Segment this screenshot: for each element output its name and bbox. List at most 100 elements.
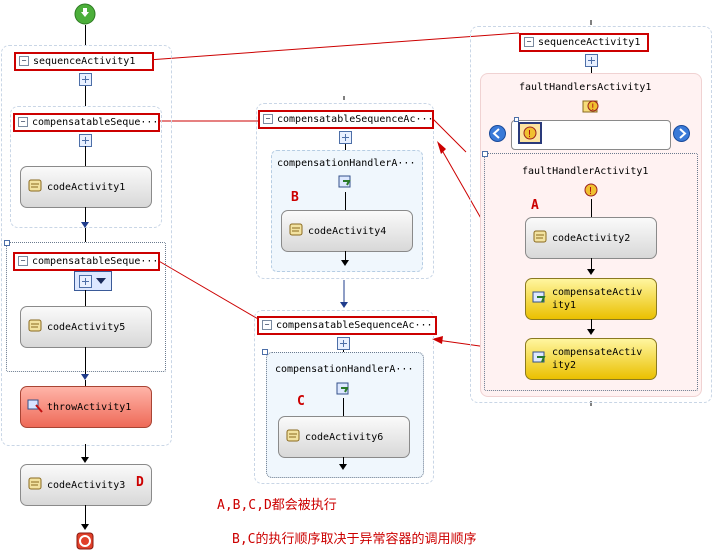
note-2: B,C的执行顺序取决于异常容器的调用顺序 xyxy=(232,532,477,547)
left-sequence-title: sequenceActivity1 xyxy=(33,56,136,67)
flow-line xyxy=(343,457,344,465)
add-icon[interactable] xyxy=(585,54,598,67)
flow-line xyxy=(345,144,346,150)
comp-seq-2-panel xyxy=(6,242,166,372)
flow-line xyxy=(591,319,592,330)
comp-seq-2-header[interactable]: −compensatableSeque··· xyxy=(13,252,160,271)
code-activity-1[interactable]: codeActivity1 xyxy=(20,166,152,208)
fault-handler-title: faultHandlerActivity1 xyxy=(522,166,649,177)
mid-bottom-handler-title: compensationHandlerA··· xyxy=(275,364,414,375)
code-activity-1-label: codeActivity1 xyxy=(47,181,126,193)
code-activity-2[interactable]: codeActivity2 xyxy=(525,217,657,259)
mid-bottom-header[interactable]: −compensatableSequenceAc··· xyxy=(257,316,437,335)
right-sequence-header[interactable]: −sequenceActivity1 xyxy=(519,33,649,52)
link-comp-seq-2 xyxy=(156,259,266,324)
collapse-icon[interactable]: − xyxy=(19,56,29,66)
flow-line xyxy=(85,207,86,223)
code-activity-5-label: codeActivity5 xyxy=(47,321,126,333)
flow-line xyxy=(591,67,592,73)
code-activity-3[interactable]: codeActivity3 xyxy=(20,464,152,506)
throw-activity-1[interactable]: throwActivity1 xyxy=(20,386,152,428)
selection-handle[interactable] xyxy=(262,349,268,355)
flow-line xyxy=(85,380,86,386)
next-arrow-icon[interactable] xyxy=(673,125,690,142)
right-sequence-panel xyxy=(470,26,712,403)
flow-line xyxy=(85,228,86,242)
compensate-activity-2[interactable]: compensateActiv ity2 xyxy=(525,338,657,380)
view-dropdown[interactable] xyxy=(74,271,112,291)
mid-bottom-title: compensatableSequenceAc··· xyxy=(276,320,433,331)
collapse-icon[interactable]: − xyxy=(18,117,28,127)
code-activity-6-label: codeActivity6 xyxy=(305,431,384,443)
mid-top-header[interactable]: −compensatableSequenceAc··· xyxy=(258,110,434,129)
selection-handle[interactable] xyxy=(514,117,519,122)
mid-top-title: compensatableSequenceAc··· xyxy=(277,114,434,125)
start-icon xyxy=(74,3,96,25)
flow-line xyxy=(85,290,86,306)
flow-line xyxy=(343,350,344,352)
fault-handler-tab[interactable]: ! xyxy=(518,122,542,144)
code-activity-4-label: codeActivity4 xyxy=(308,225,387,237)
code-activity-4[interactable]: codeActivity4 xyxy=(281,210,413,252)
compensate-activity-1-label: compensateActiv ity1 xyxy=(552,287,643,311)
collapse-icon[interactable]: − xyxy=(18,256,28,266)
mid-top-panel xyxy=(256,103,434,279)
selection-handle[interactable] xyxy=(482,151,488,157)
annotation-a: A xyxy=(531,198,539,213)
stop-icon xyxy=(76,532,94,550)
collapse-icon[interactable]: − xyxy=(263,114,273,124)
fault-handlers-title: faultHandlersActivity1 xyxy=(519,82,652,93)
svg-text:!: ! xyxy=(528,129,532,140)
flow-line xyxy=(591,199,592,217)
collapse-icon[interactable]: − xyxy=(524,37,534,47)
flow-line xyxy=(591,258,592,270)
note-1: A,B,C,D都会被执行 xyxy=(217,498,337,513)
compensate-icon xyxy=(532,351,546,363)
add-icon xyxy=(79,275,92,288)
flow-line xyxy=(343,398,344,416)
flow-arrow xyxy=(587,269,595,275)
code-activity-2-label: codeActivity2 xyxy=(552,232,631,244)
scroll-icon xyxy=(533,230,547,243)
left-sequence-panel xyxy=(1,45,172,446)
flow-arrow xyxy=(339,464,347,470)
flow-arrow xyxy=(81,374,89,380)
svg-text:!: ! xyxy=(591,103,595,113)
scroll-icon xyxy=(289,223,303,236)
flow-line xyxy=(345,192,346,210)
arrowhead-compensate1 xyxy=(437,141,446,154)
mid-top-handler-title: compensationHandlerA··· xyxy=(277,158,416,169)
left-sequence-header[interactable]: −sequenceActivity1 xyxy=(14,52,154,71)
right-sequence-title: sequenceActivity1 xyxy=(538,37,641,48)
flow-line xyxy=(85,25,86,45)
selection-handle[interactable] xyxy=(4,240,10,246)
annotation-b: B xyxy=(291,190,299,205)
fault-icon: ! xyxy=(523,126,537,140)
flow-arrow xyxy=(81,457,89,463)
add-icon[interactable] xyxy=(337,337,350,350)
compensate-activity-1[interactable]: compensateActiv ity1 xyxy=(525,278,657,320)
comp-seq-1-header[interactable]: −compensatableSeque··· xyxy=(13,113,160,132)
fault-handlers-icon: ! xyxy=(582,98,600,114)
compensation-icon xyxy=(337,174,353,190)
code-activity-5[interactable]: codeActivity5 xyxy=(20,306,152,348)
add-icon[interactable] xyxy=(79,73,92,86)
mid-bottom-panel xyxy=(254,310,434,484)
fault-handler-panel xyxy=(484,153,698,391)
collapse-icon[interactable]: − xyxy=(262,320,272,330)
comp-seq-1-title: compensatableSeque··· xyxy=(32,117,159,128)
add-icon[interactable] xyxy=(339,131,352,144)
flow-line xyxy=(85,347,86,375)
flow-arrow xyxy=(81,524,89,530)
flow-arrow xyxy=(587,329,595,335)
compensate-activity-2-label: compensateActiv ity2 xyxy=(552,347,643,371)
comp-seq-2-title: compensatableSeque··· xyxy=(32,256,159,267)
scroll-icon xyxy=(28,179,42,192)
flow-line xyxy=(85,86,86,106)
code-activity-6[interactable]: codeActivity6 xyxy=(278,416,410,458)
prev-arrow-icon[interactable] xyxy=(489,125,506,142)
flow-line xyxy=(85,444,86,458)
code-activity-3-label: codeActivity3 xyxy=(47,479,126,491)
throw-icon xyxy=(27,399,43,413)
flow-arrow xyxy=(81,222,89,228)
